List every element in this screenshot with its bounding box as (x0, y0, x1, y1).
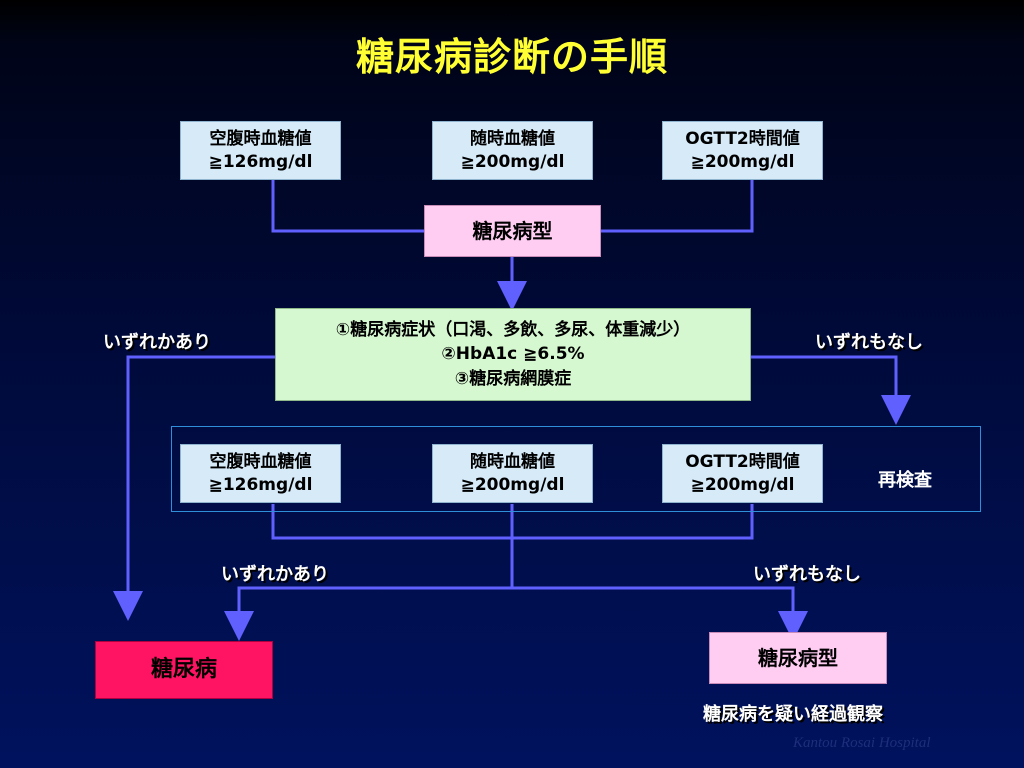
branch-label-none-2: いずれもなし (753, 564, 861, 585)
test-threshold: ≧200mg/dl (690, 151, 795, 172)
retest-box-random-glucose: 随時血糖値 ≧200mg/dl (432, 444, 593, 503)
retest-box-fasting-glucose: 空腹時血糖値 ≧126mg/dl (180, 444, 341, 503)
retest-box-ogtt: OGTT2時間値 ≧200mg/dl (662, 444, 823, 503)
criteria-box: ①糖尿病症状（口渇、多飲、多尿、体重減少） ②HbA1c ≧6.5% ③糖尿病網… (275, 308, 751, 401)
test-name: OGTT2時間値 (685, 128, 800, 149)
test-threshold: ≧126mg/dl (208, 151, 313, 172)
criterion-retinopathy: ③糖尿病網膜症 (454, 368, 572, 389)
test-threshold: ≧200mg/dl (460, 151, 565, 172)
observation-note: 糖尿病を疑い経過観察 (703, 704, 883, 725)
diabetes-type-box-top: 糖尿病型 (424, 205, 601, 257)
test-threshold: ≧200mg/dl (690, 474, 795, 495)
test-name: 空腹時血糖値 (209, 128, 312, 149)
branch-label-any: いずれかあり (103, 332, 211, 353)
diabetes-type-box-bottom: 糖尿病型 (709, 632, 887, 684)
test-name: OGTT2時間値 (685, 451, 800, 472)
test-name: 随時血糖値 (470, 451, 555, 472)
test-threshold: ≧200mg/dl (460, 474, 565, 495)
criterion-symptoms: ①糖尿病症状（口渇、多飲、多尿、体重減少） (335, 319, 691, 340)
test-name: 随時血糖値 (470, 128, 555, 149)
diabetes-diagnosis-box: 糖尿病 (95, 641, 273, 699)
page-title: 糖尿病診断の手順 (355, 35, 668, 79)
retest-frame (171, 426, 981, 512)
hospital-credit: Kantou Rosai Hospital (793, 735, 931, 751)
test-name: 空腹時血糖値 (209, 451, 312, 472)
test-box-ogtt: OGTT2時間値 ≧200mg/dl (662, 121, 823, 180)
test-threshold: ≧126mg/dl (208, 474, 313, 495)
criterion-hba1c: ②HbA1c ≧6.5% (441, 344, 585, 365)
branch-label-any-2: いずれかあり (221, 564, 329, 585)
branch-label-none: いずれもなし (815, 332, 923, 353)
retest-label: 再検査 (878, 470, 932, 491)
test-box-fasting-glucose: 空腹時血糖値 ≧126mg/dl (180, 121, 341, 180)
test-box-random-glucose: 随時血糖値 ≧200mg/dl (432, 121, 593, 180)
